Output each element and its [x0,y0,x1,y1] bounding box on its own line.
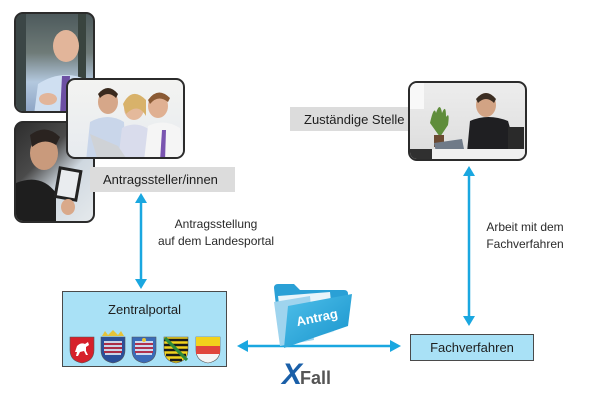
applicants-label-text: Antragssteller/innen [103,172,218,187]
specialist-procedure-label: Fachverfahren [430,340,514,355]
authority-procedure-caption: Arbeit mit dem Fachverfahren [470,219,580,253]
caption-line-2: auf dem Landesportal [157,234,275,248]
applicants-label: Antragssteller/innen [90,167,235,192]
application-folder-icon: Antrag [270,282,354,348]
coat-of-arms-niedersachsen-icon [69,336,95,364]
authority-label-text: Zuständige Stelle [304,111,405,127]
man-at-office-desk-photo [408,81,527,161]
applicant-portal-caption: Antragsstellung auf dem Landesportal [146,216,286,250]
xfall-logo-x: X [282,358,302,391]
caption-line-1: Arbeit mit dem [486,220,564,234]
xfall-logo: X Fall [282,358,332,391]
caption-line-1: Antragsstellung [174,217,258,231]
specialist-procedure-box: Fachverfahren [410,334,534,361]
coat-of-arms-sachsen-icon [163,336,189,364]
authority-label: Zuständige Stelle [290,107,409,131]
central-portal-box: Zentralportal [62,291,227,367]
coat-of-arms-thueringen-icon [131,336,157,364]
applicant-portal-arrow [135,193,147,289]
xfall-logo-text: Fall [300,368,332,388]
coat-of-arms-hessen-icon [100,330,126,364]
central-portal-title: Zentralportal [108,302,181,317]
caption-line-2: Fachverfahren [486,237,564,251]
authority-procedure-arrow [463,166,475,326]
businessman-with-phone-photo [14,12,95,113]
group-at-laptop-photo [66,78,185,159]
coat-of-arms-muenster-icon [195,336,221,364]
portal-procedure-arrow [237,340,401,352]
